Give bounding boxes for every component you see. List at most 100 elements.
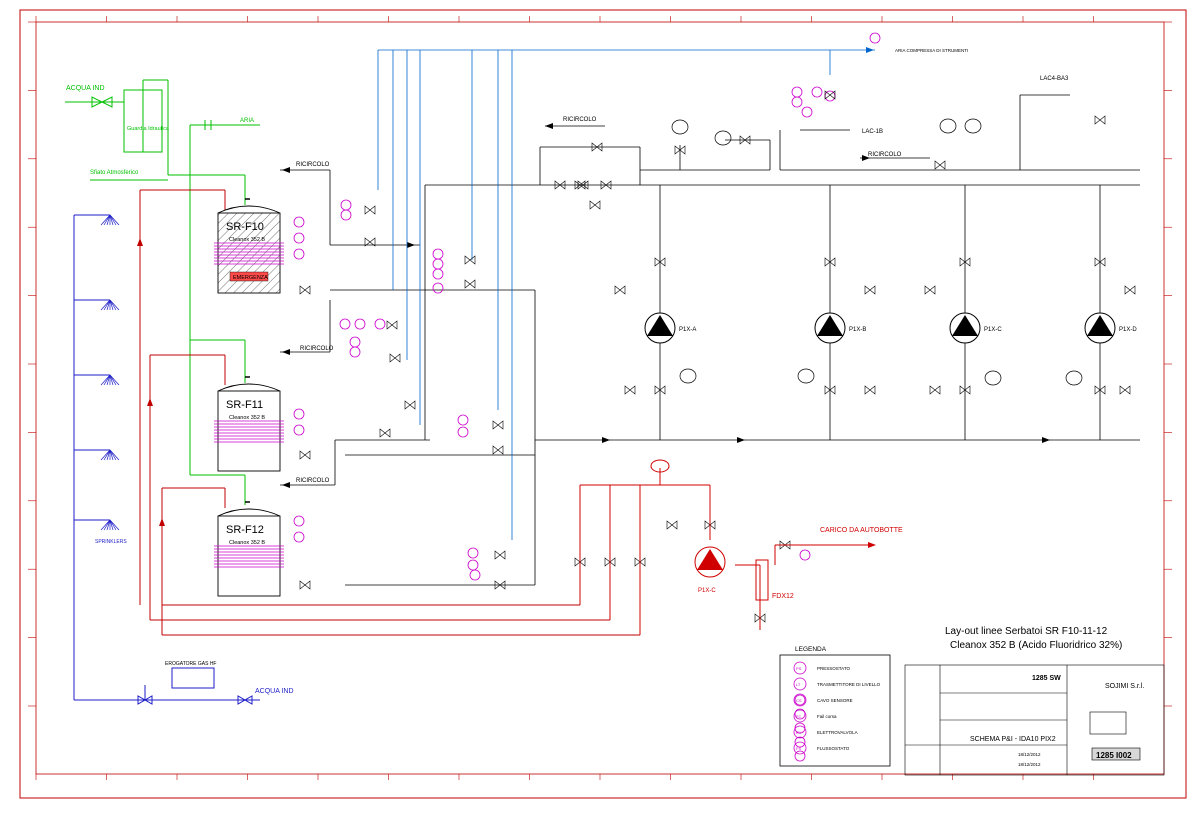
company-name: SOJIMI S.r.l.: [1105, 683, 1144, 690]
tank-roof: [217, 508, 281, 517]
instrument-icon: [801, 106, 813, 118]
sprinkler-head-icon: [109, 449, 120, 461]
valve-half: [869, 385, 876, 395]
valve-half: [824, 90, 831, 100]
valve-half: [579, 180, 586, 190]
instrument-icon: [349, 346, 361, 358]
valve-icon: [624, 385, 636, 395]
grid-marks: [28, 16, 1172, 780]
instrument-icon: [794, 694, 806, 706]
sprinkler-head-icon: [109, 299, 114, 311]
valve-half: [596, 142, 603, 152]
pump-name: P1X-D: [1119, 327, 1137, 333]
valve-icon: [464, 255, 476, 265]
valve-half: [299, 580, 306, 590]
pressure-instrument-icon: [679, 368, 697, 384]
valve-icon: [464, 279, 476, 289]
sprinkler-head-icon: [106, 214, 111, 226]
sprinkler-head-icon: [109, 519, 117, 531]
valve-half: [497, 420, 504, 430]
ricircolo-label-5: RICIRCOLO: [868, 152, 902, 158]
valve-icon: [824, 385, 836, 395]
sprinkler-head-icon: [109, 449, 114, 461]
legend-symbol-icon: [793, 677, 807, 691]
pump-icon: [1087, 315, 1113, 336]
valve-half: [1099, 115, 1106, 125]
pressure-instrument-icon: [797, 368, 815, 384]
legend-item-label: Fail corsa: [817, 714, 837, 719]
instrument-icon: [794, 750, 806, 762]
legend-item-label: CAVO SENSORE: [817, 698, 853, 703]
tank-content: Cleanox 352 B: [229, 540, 265, 546]
instrument-icon: [791, 86, 803, 98]
valve-half: [554, 180, 561, 190]
valve-icon: [1119, 385, 1131, 395]
aria-label: ARIA: [240, 118, 254, 124]
air-network: [65, 79, 260, 505]
erogatore-label: EROGATORE GAS HF: [165, 661, 217, 667]
valve-half: [671, 520, 678, 530]
legend-item-label: ELETTROVALVOLA: [817, 730, 858, 735]
valve-half: [824, 385, 831, 395]
valve-half: [299, 450, 306, 460]
valve-icon: [386, 320, 398, 330]
valve-half: [1129, 285, 1136, 295]
valve-half: [959, 385, 966, 395]
valve-half: [384, 428, 391, 438]
valve-half: [869, 285, 876, 295]
legend-code: LT: [796, 682, 801, 687]
valve-half: [494, 580, 501, 590]
valve-half: [1094, 115, 1101, 125]
valve-half: [464, 279, 471, 289]
title-block: [904, 664, 1165, 776]
valve-half: [469, 255, 476, 265]
sprinkler-head-icon: [103, 299, 111, 311]
valve-icon: [654, 385, 666, 395]
valve-icon: [364, 205, 376, 215]
valve-half: [829, 385, 836, 395]
red-fill-network: [139, 189, 640, 636]
valve-half: [934, 385, 941, 395]
ps-hf-instrument: [650, 459, 670, 473]
instrument-icon: [293, 248, 305, 260]
instrument-icon: [374, 318, 386, 330]
valve-half: [1124, 385, 1131, 395]
instrument-icon: [869, 32, 881, 44]
instrument-icon: [354, 318, 366, 330]
valve-half: [659, 385, 666, 395]
valve-icon: [600, 180, 612, 190]
valve-half: [1094, 385, 1101, 395]
instrument-icon: [293, 424, 305, 436]
instrument-icon: [467, 559, 479, 571]
ricircolo-label-1: RICIRCOLO: [296, 162, 330, 168]
pump-name: P1X-C: [984, 327, 1002, 333]
valve-icon: [574, 557, 586, 567]
valve-half: [1099, 257, 1106, 267]
tank-body: [217, 390, 281, 472]
pump-name: P1X-A: [679, 327, 696, 333]
title-line-1: Lay-out linee Serbatoi SR F10-11-12: [945, 626, 1108, 637]
load-arrow: [868, 542, 876, 548]
pressure-instrument-icon: [671, 119, 689, 135]
drawing-code: 1285 SW: [1032, 675, 1061, 682]
valve-half: [659, 257, 666, 267]
sprinkler-head-icon: [103, 519, 111, 531]
instrument-icon: [293, 515, 305, 527]
valve-icon: [604, 557, 616, 567]
valve-half: [304, 285, 311, 295]
valve-icon: [824, 257, 836, 267]
tank-content: Cleanox 352 B: [229, 415, 265, 421]
valve-icon: [299, 285, 311, 295]
legend-code: PS: [796, 666, 802, 671]
pump: P1X-B: [814, 312, 866, 344]
ricircolo-label-3: RICIRCOLO: [296, 478, 330, 484]
tank-name: SR-F11: [226, 399, 263, 411]
instrument-icon: [799, 549, 811, 561]
valve-icon: [924, 285, 936, 295]
valve-icon: [589, 200, 601, 210]
tank-roof: [217, 205, 281, 214]
